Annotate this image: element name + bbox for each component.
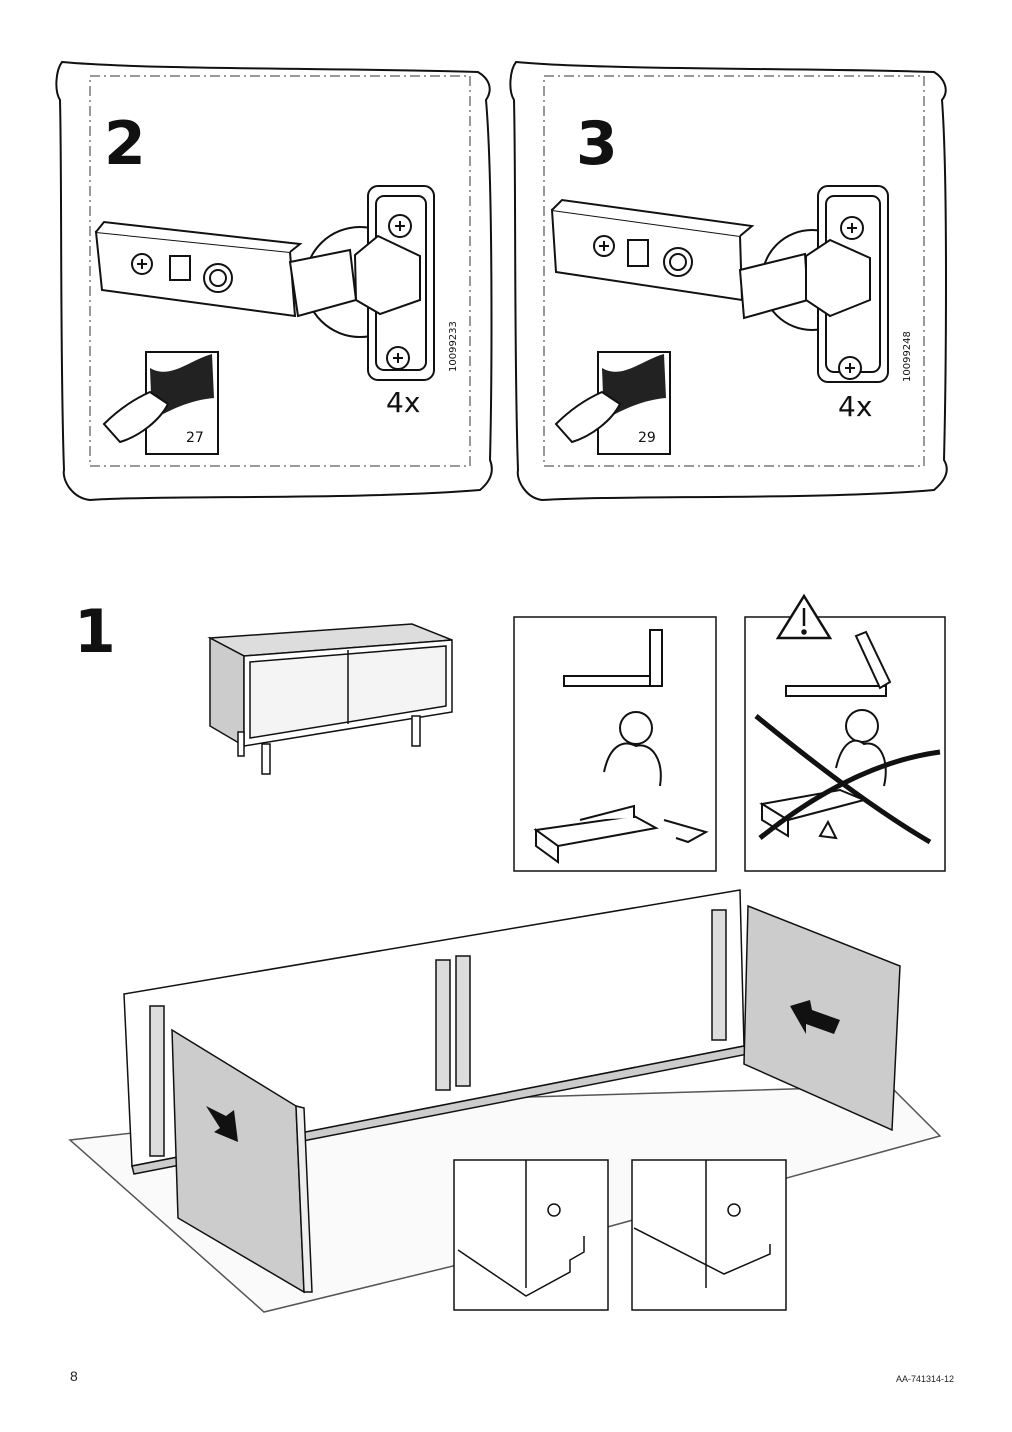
cabinet-illustration [207, 623, 453, 775]
page-number: 8 [70, 1368, 78, 1384]
step-2-article-number: 10099233 [448, 321, 459, 372]
hinge-icon [94, 185, 435, 381]
cross-out-icon [754, 714, 941, 845]
step-3-number: 3 [576, 109, 618, 179]
incorrect-handling-figure [759, 630, 892, 840]
step-1-number: 1 [74, 597, 116, 667]
assembly-drawing [68, 889, 942, 1313]
step-2-number: 2 [104, 109, 146, 179]
step-3-article-number: 10099248 [902, 331, 913, 382]
page-turn-hand-icon [102, 351, 219, 455]
warning-triangle-icon [775, 593, 833, 640]
step-3-quantity: 4x [838, 390, 872, 423]
hinge-icon [550, 185, 889, 383]
step-3-page-ref: 29 [638, 430, 656, 446]
arrow-icon [206, 1106, 238, 1142]
page-turn-hand-icon [554, 351, 671, 455]
correct-handling-figure [533, 629, 709, 864]
step-2-quantity: 4x [386, 386, 420, 419]
arrow-icon [790, 1000, 840, 1034]
step-2-page-ref: 27 [186, 430, 204, 446]
document-code: AA-741314-12 [896, 1374, 955, 1384]
